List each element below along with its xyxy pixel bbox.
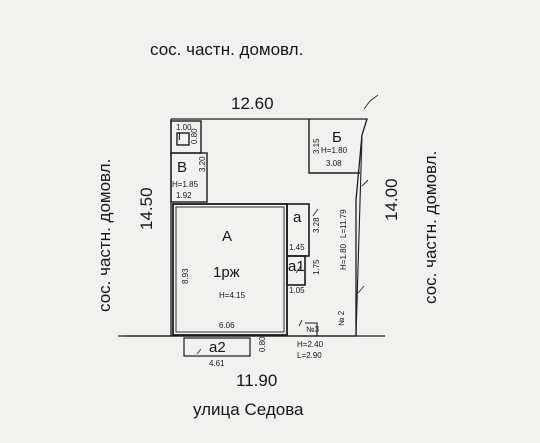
room-b-h: 3.15 — [312, 138, 321, 154]
fence-n2-length: L=11.79 — [339, 209, 348, 238]
room-v-label: В — [177, 159, 188, 176]
room-a-width: 6.06 — [219, 321, 235, 330]
room-g-outline — [170, 120, 202, 154]
dim-right: 14.00 — [382, 178, 401, 221]
room-a-small-label: а — [293, 209, 302, 226]
fence-n3 — [305, 322, 318, 336]
tick-a1 — [295, 265, 302, 274]
dim-left: 14.50 — [137, 187, 156, 230]
tick-right — [361, 179, 369, 187]
fence-n2-height: Н=1.80 — [339, 243, 348, 270]
room-v-height: Н=1.85 — [172, 180, 199, 189]
room-a-height: Н=4.15 — [219, 291, 246, 300]
right-neighbor-label: сос. частн. домовл. — [421, 150, 440, 304]
street-label: улица Седова — [193, 400, 304, 419]
room-b-height: Н=1.80 — [321, 146, 348, 155]
room-a-floors: 1рж — [213, 264, 240, 281]
room-a-label: А — [222, 228, 233, 245]
tick-top-right — [363, 94, 379, 110]
room-a2-label: а2 — [209, 339, 226, 356]
top-neighbor-label: сос. частн. домовл. — [150, 40, 304, 59]
room-a1-h: 1.75 — [312, 259, 321, 275]
room-a1-label: а1 — [288, 258, 305, 275]
room-g-label: Г — [178, 131, 184, 143]
room-b-width: 3.08 — [326, 159, 342, 168]
room-a2-h: 0.80 — [258, 336, 267, 352]
room-g-symbol — [176, 132, 190, 146]
left-neighbor-label: сос. частн. домовл. — [95, 158, 114, 312]
fence-n3-length: L=2.90 — [297, 351, 322, 360]
fence-n3-label: №3 — [306, 325, 320, 334]
room-a-small-w: 1.45 — [289, 243, 305, 252]
room-v-h: 3.20 — [198, 156, 207, 172]
tick-right-lower — [357, 285, 365, 294]
plot-boundary-right — [355, 134, 363, 337]
room-g-width: 1.00 — [176, 123, 192, 132]
tick-n3 — [298, 319, 303, 327]
room-a2-outline — [183, 337, 251, 357]
room-v-width: 1.92 — [176, 191, 192, 200]
room-a-small-h: 3.28 — [312, 217, 321, 233]
room-a-h: 8.93 — [181, 268, 190, 284]
tick-a-small — [312, 208, 319, 217]
room-a2-w: 4.61 — [209, 359, 225, 368]
dim-top: 12.60 — [231, 94, 274, 113]
fence-n2-label: № 2 — [337, 310, 346, 326]
dim-bottom: 11.90 — [236, 371, 278, 390]
room-g-height: 0.80 — [190, 128, 199, 144]
room-a1-outline — [286, 255, 306, 286]
room-b-outline — [308, 119, 360, 174]
room-a1-w: 1.05 — [289, 286, 305, 295]
fence-n3-height: Н=2.40 — [297, 340, 324, 349]
tick-a2 — [196, 348, 202, 355]
room-a-inner — [175, 206, 285, 333]
room-b-label: Б — [332, 129, 342, 146]
